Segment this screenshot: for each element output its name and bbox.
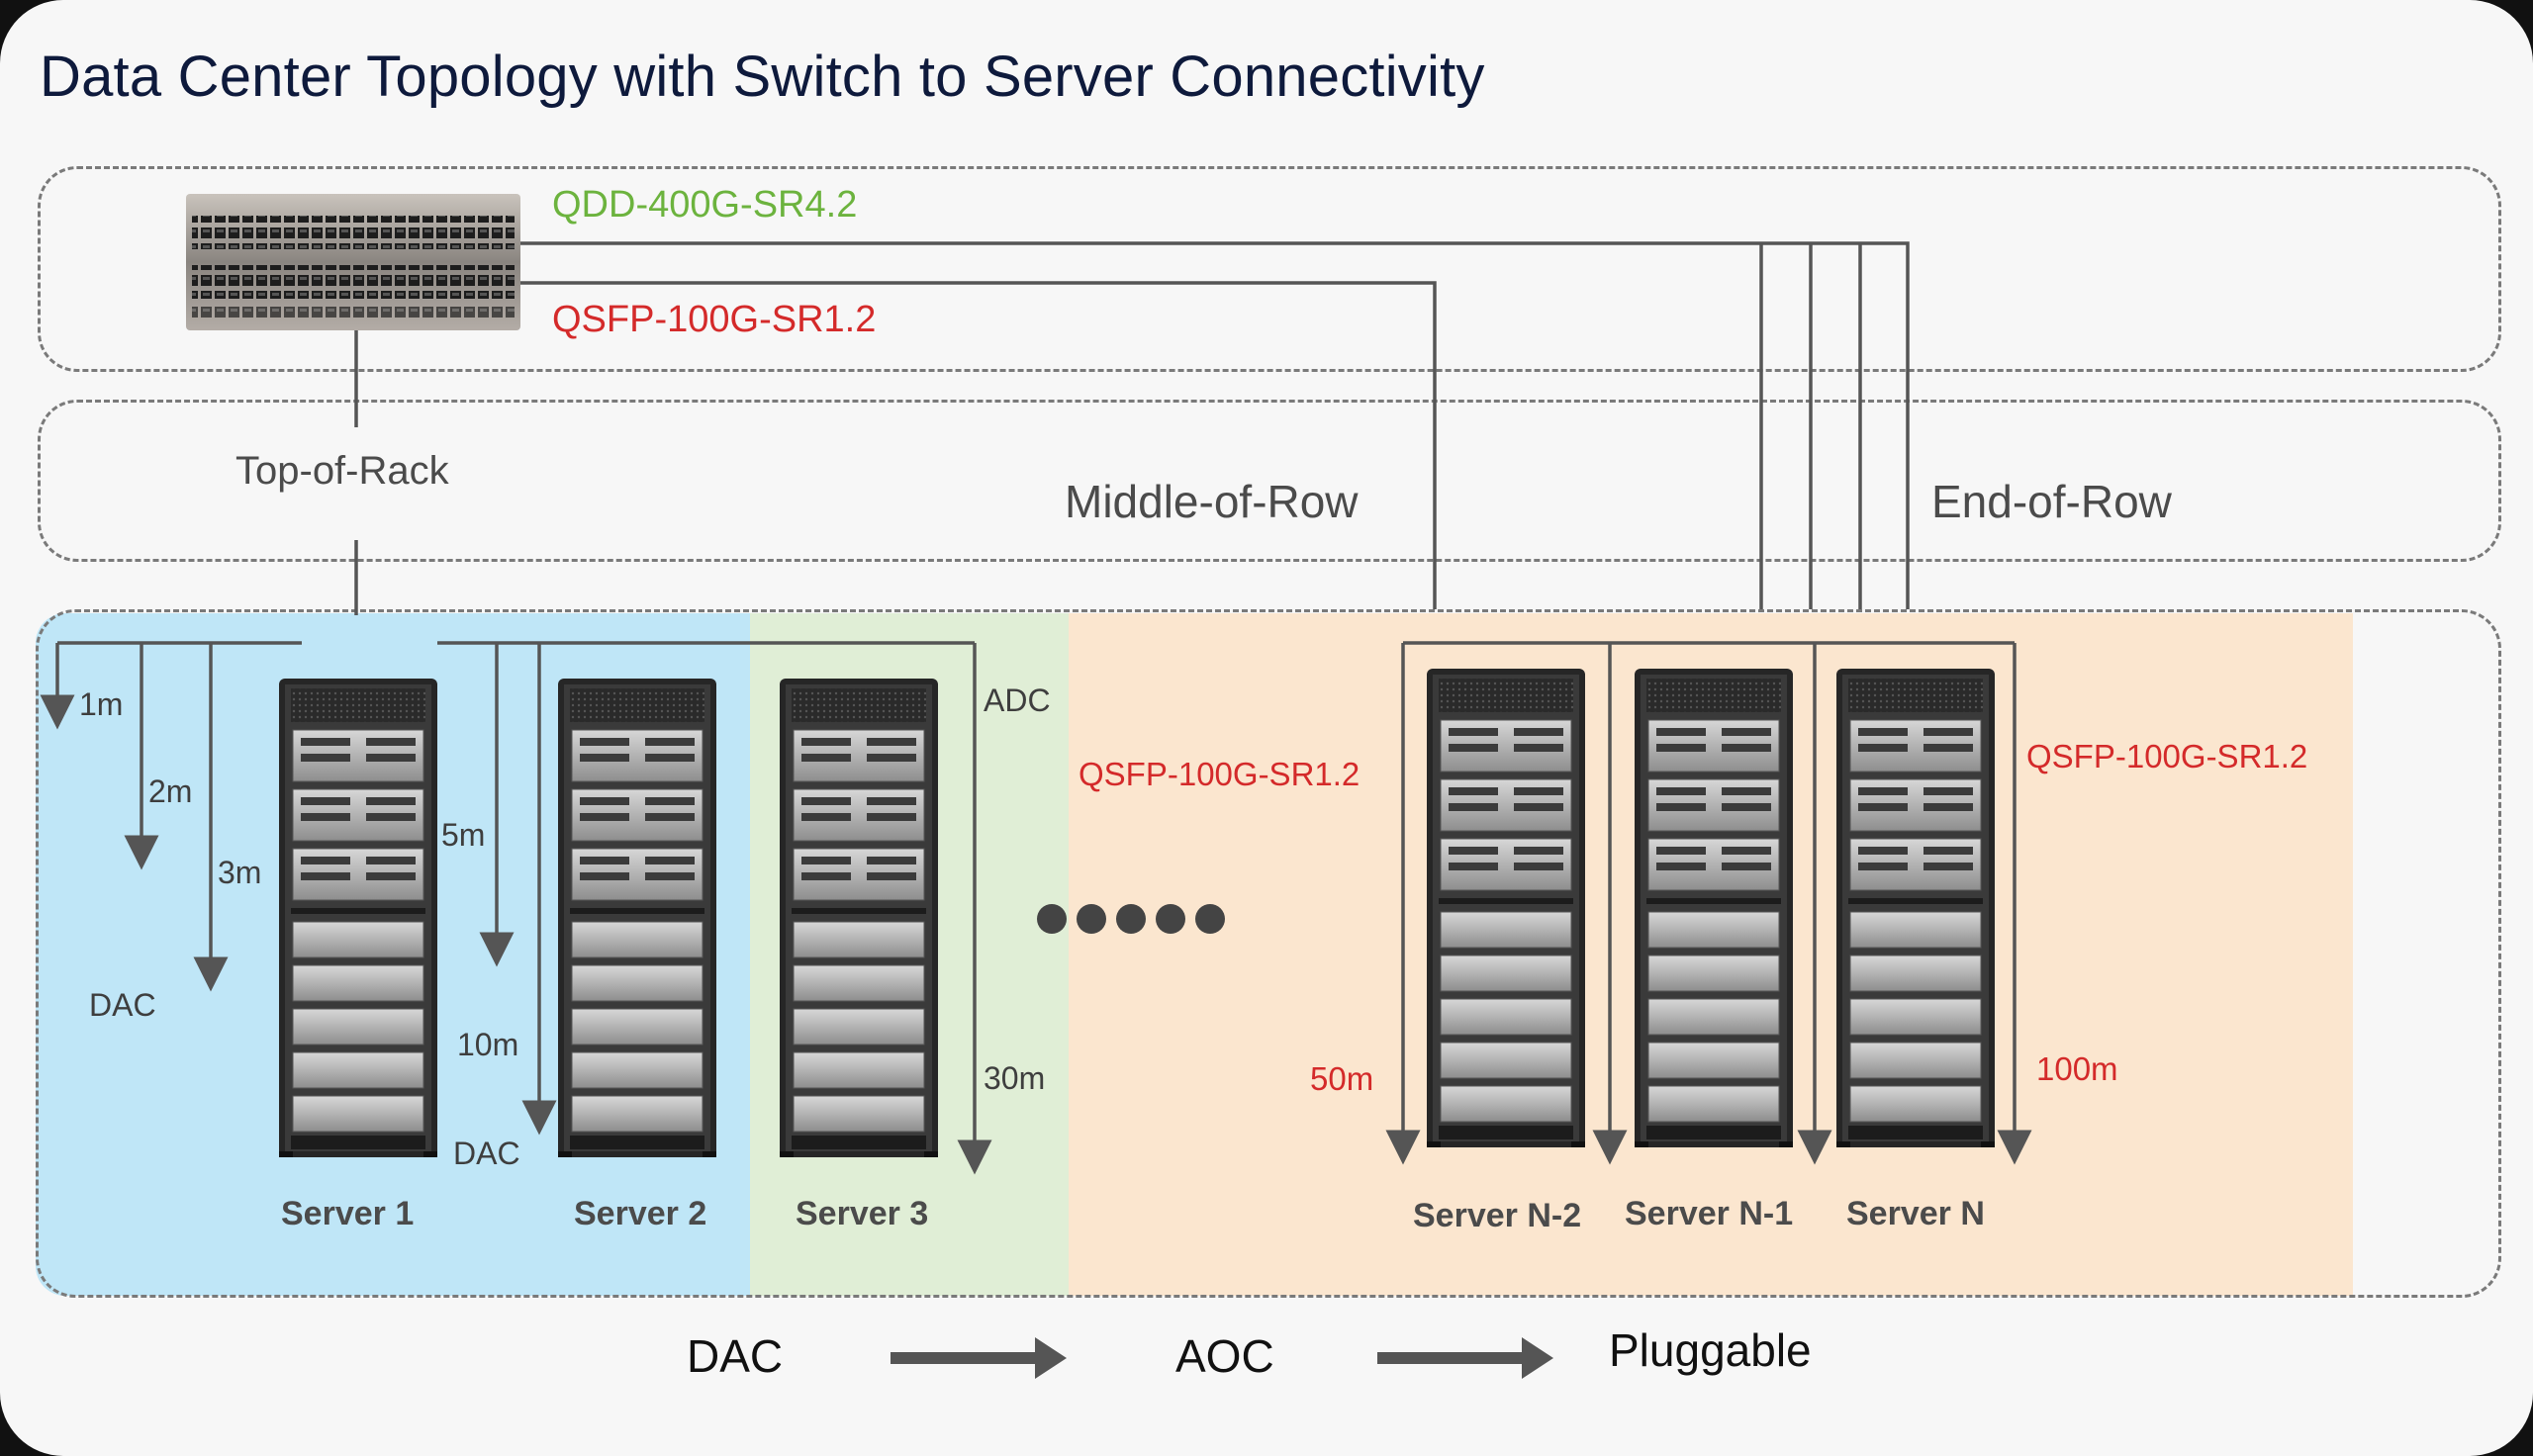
distance-2m: 2m bbox=[148, 774, 193, 809]
progression-aoc: AOC bbox=[1175, 1330, 1274, 1382]
ellipsis-dots bbox=[1037, 904, 1225, 934]
top-of-rack-label: Top-of-Rack bbox=[235, 449, 449, 493]
distance-100m: 100m bbox=[2036, 1050, 2118, 1087]
server-zone bbox=[36, 609, 2501, 1298]
progression-pluggable: Pluggable bbox=[1609, 1324, 1812, 1376]
distance-3m: 3m bbox=[218, 855, 262, 890]
end-of-row-label: End-of-Row bbox=[1931, 476, 2172, 527]
server-label: Server N bbox=[1846, 1195, 1985, 1232]
distance-50m: 50m bbox=[1310, 1060, 1374, 1097]
transceiver-400g-label: QDD-400G-SR4.2 bbox=[552, 184, 858, 226]
dac-mid-label: DAC bbox=[453, 1136, 520, 1171]
server-label: Server 1 bbox=[281, 1195, 415, 1232]
transceiver-100g-label: QSFP-100G-SR1.2 bbox=[552, 299, 877, 340]
middle-of-row-label: Middle-of-Row bbox=[1065, 476, 1359, 527]
placement-zone bbox=[38, 400, 2501, 562]
distance-10m: 10m bbox=[457, 1027, 519, 1062]
distance-1m: 1m bbox=[79, 686, 124, 722]
switch-icon bbox=[186, 194, 520, 330]
server-label: Server N-2 bbox=[1413, 1197, 1582, 1234]
qsfp-mid-label: QSFP-100G-SR1.2 bbox=[1079, 756, 1360, 792]
server-label: Server 3 bbox=[796, 1195, 929, 1232]
server-label: Server 2 bbox=[574, 1195, 707, 1232]
page-title: Data Center Topology with Switch to Serv… bbox=[40, 45, 1485, 109]
server-label: Server N-1 bbox=[1625, 1195, 1794, 1232]
dac-left-label: DAC bbox=[89, 987, 156, 1023]
distance-5m: 5m bbox=[441, 817, 486, 853]
qsfp-right-label: QSFP-100G-SR1.2 bbox=[2026, 738, 2308, 774]
progression-dac: DAC bbox=[687, 1330, 784, 1382]
adc-label: ADC bbox=[984, 682, 1051, 718]
switch-zone bbox=[38, 166, 2501, 372]
distance-30m: 30m bbox=[984, 1060, 1046, 1096]
